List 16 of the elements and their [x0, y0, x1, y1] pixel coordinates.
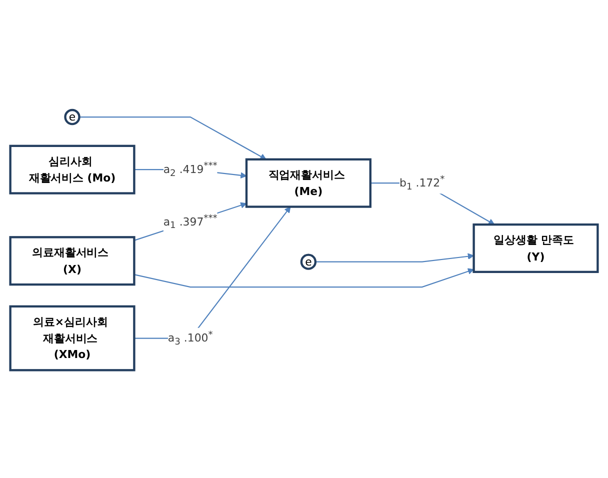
node-circle: e [300, 253, 317, 270]
arrow [134, 202, 247, 240]
node-circle: e [64, 108, 80, 125]
edge-label: b$_{1}$ .172$^{*}$ [400, 172, 445, 192]
arrow [134, 206, 291, 338]
arrow [315, 252, 474, 262]
arrow [134, 268, 474, 288]
node-box: 일상생활 만족도 (Y) [472, 222, 599, 273]
node-box: 심리사회 재활서비스 (Mo) [9, 144, 136, 194]
node-box: 직업재활서비스 (Me) [245, 158, 372, 208]
node-box: 의료재활서비스 (X) [9, 236, 136, 286]
node-box: 의료×심리사회 재활서비스 (XMo) [9, 304, 136, 371]
edge-label: a$_{3}$ .100$^{*}$ [168, 328, 213, 346]
edge-label: a$_{1}$ .397$^{***}$ [163, 212, 218, 230]
edge-label: a$_{2}$ .419$^{***}$ [163, 159, 218, 178]
arrow [79, 116, 266, 160]
